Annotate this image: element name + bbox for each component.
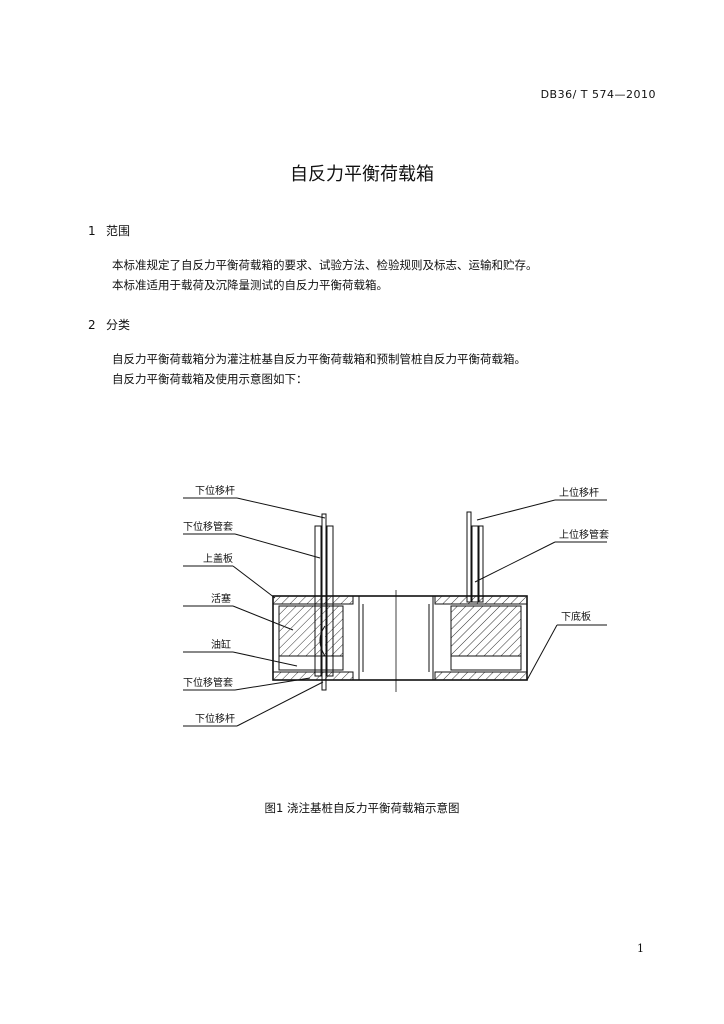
section-2-heading: 2 分类 bbox=[88, 316, 130, 333]
page-number: 1 bbox=[637, 942, 644, 955]
section-title: 范围 bbox=[106, 224, 131, 238]
label-top-plate: 上盖板 bbox=[203, 552, 233, 565]
load-box-diagram: 下位移杆 下位移管套 上盖板 活塞 油缸 下位移管套 下位移杆 上位移杆 上位移… bbox=[183, 484, 609, 727]
right-displacement-rods bbox=[466, 511, 484, 603]
label-lower-sleeve-bottom: 下位移管套 bbox=[183, 676, 233, 689]
section-2-paragraph-1: 自反力平衡荷载箱分为灌注桩基自反力平衡荷载箱和预制管桩自反力平衡荷载箱。 bbox=[112, 352, 526, 366]
box-body bbox=[272, 590, 528, 692]
label-upper-rod: 上位移杆 bbox=[559, 486, 599, 499]
section-number: 1 bbox=[88, 224, 96, 238]
figure-caption: 图1 浇注基桩自反力平衡荷载箱示意图 bbox=[264, 801, 460, 815]
label-upper-sleeve: 上位移管套 bbox=[559, 528, 609, 541]
section-1-paragraph-2: 本标准适用于载荷及沉降量测试的自反力平衡荷载箱。 bbox=[112, 278, 388, 292]
label-piston: 活塞 bbox=[211, 592, 231, 605]
label-bottom-plate: 下底板 bbox=[561, 610, 591, 623]
section-number: 2 bbox=[88, 318, 96, 332]
label-lower-sleeve-top: 下位移管套 bbox=[183, 520, 233, 533]
left-displacement-rods bbox=[314, 513, 334, 691]
section-2-paragraph-2: 自反力平衡荷载箱及使用示意图如下： bbox=[112, 372, 308, 386]
label-lower-rod-bottom: 下位移杆 bbox=[195, 712, 235, 725]
section-1-heading: 1 范围 bbox=[88, 222, 130, 239]
label-oil-cylinder: 油缸 bbox=[211, 638, 231, 651]
label-lower-rod-top: 下位移杆 bbox=[195, 484, 235, 497]
section-1-paragraph-1: 本标准规定了自反力平衡荷载箱的要求、试验方法、检验规则及标志、运输和贮存。 bbox=[112, 258, 538, 272]
section-title: 分类 bbox=[106, 318, 131, 332]
document-title: 自反力平衡荷载箱 bbox=[290, 164, 434, 185]
standard-code: DB36/ T 574—2010 bbox=[540, 88, 656, 101]
